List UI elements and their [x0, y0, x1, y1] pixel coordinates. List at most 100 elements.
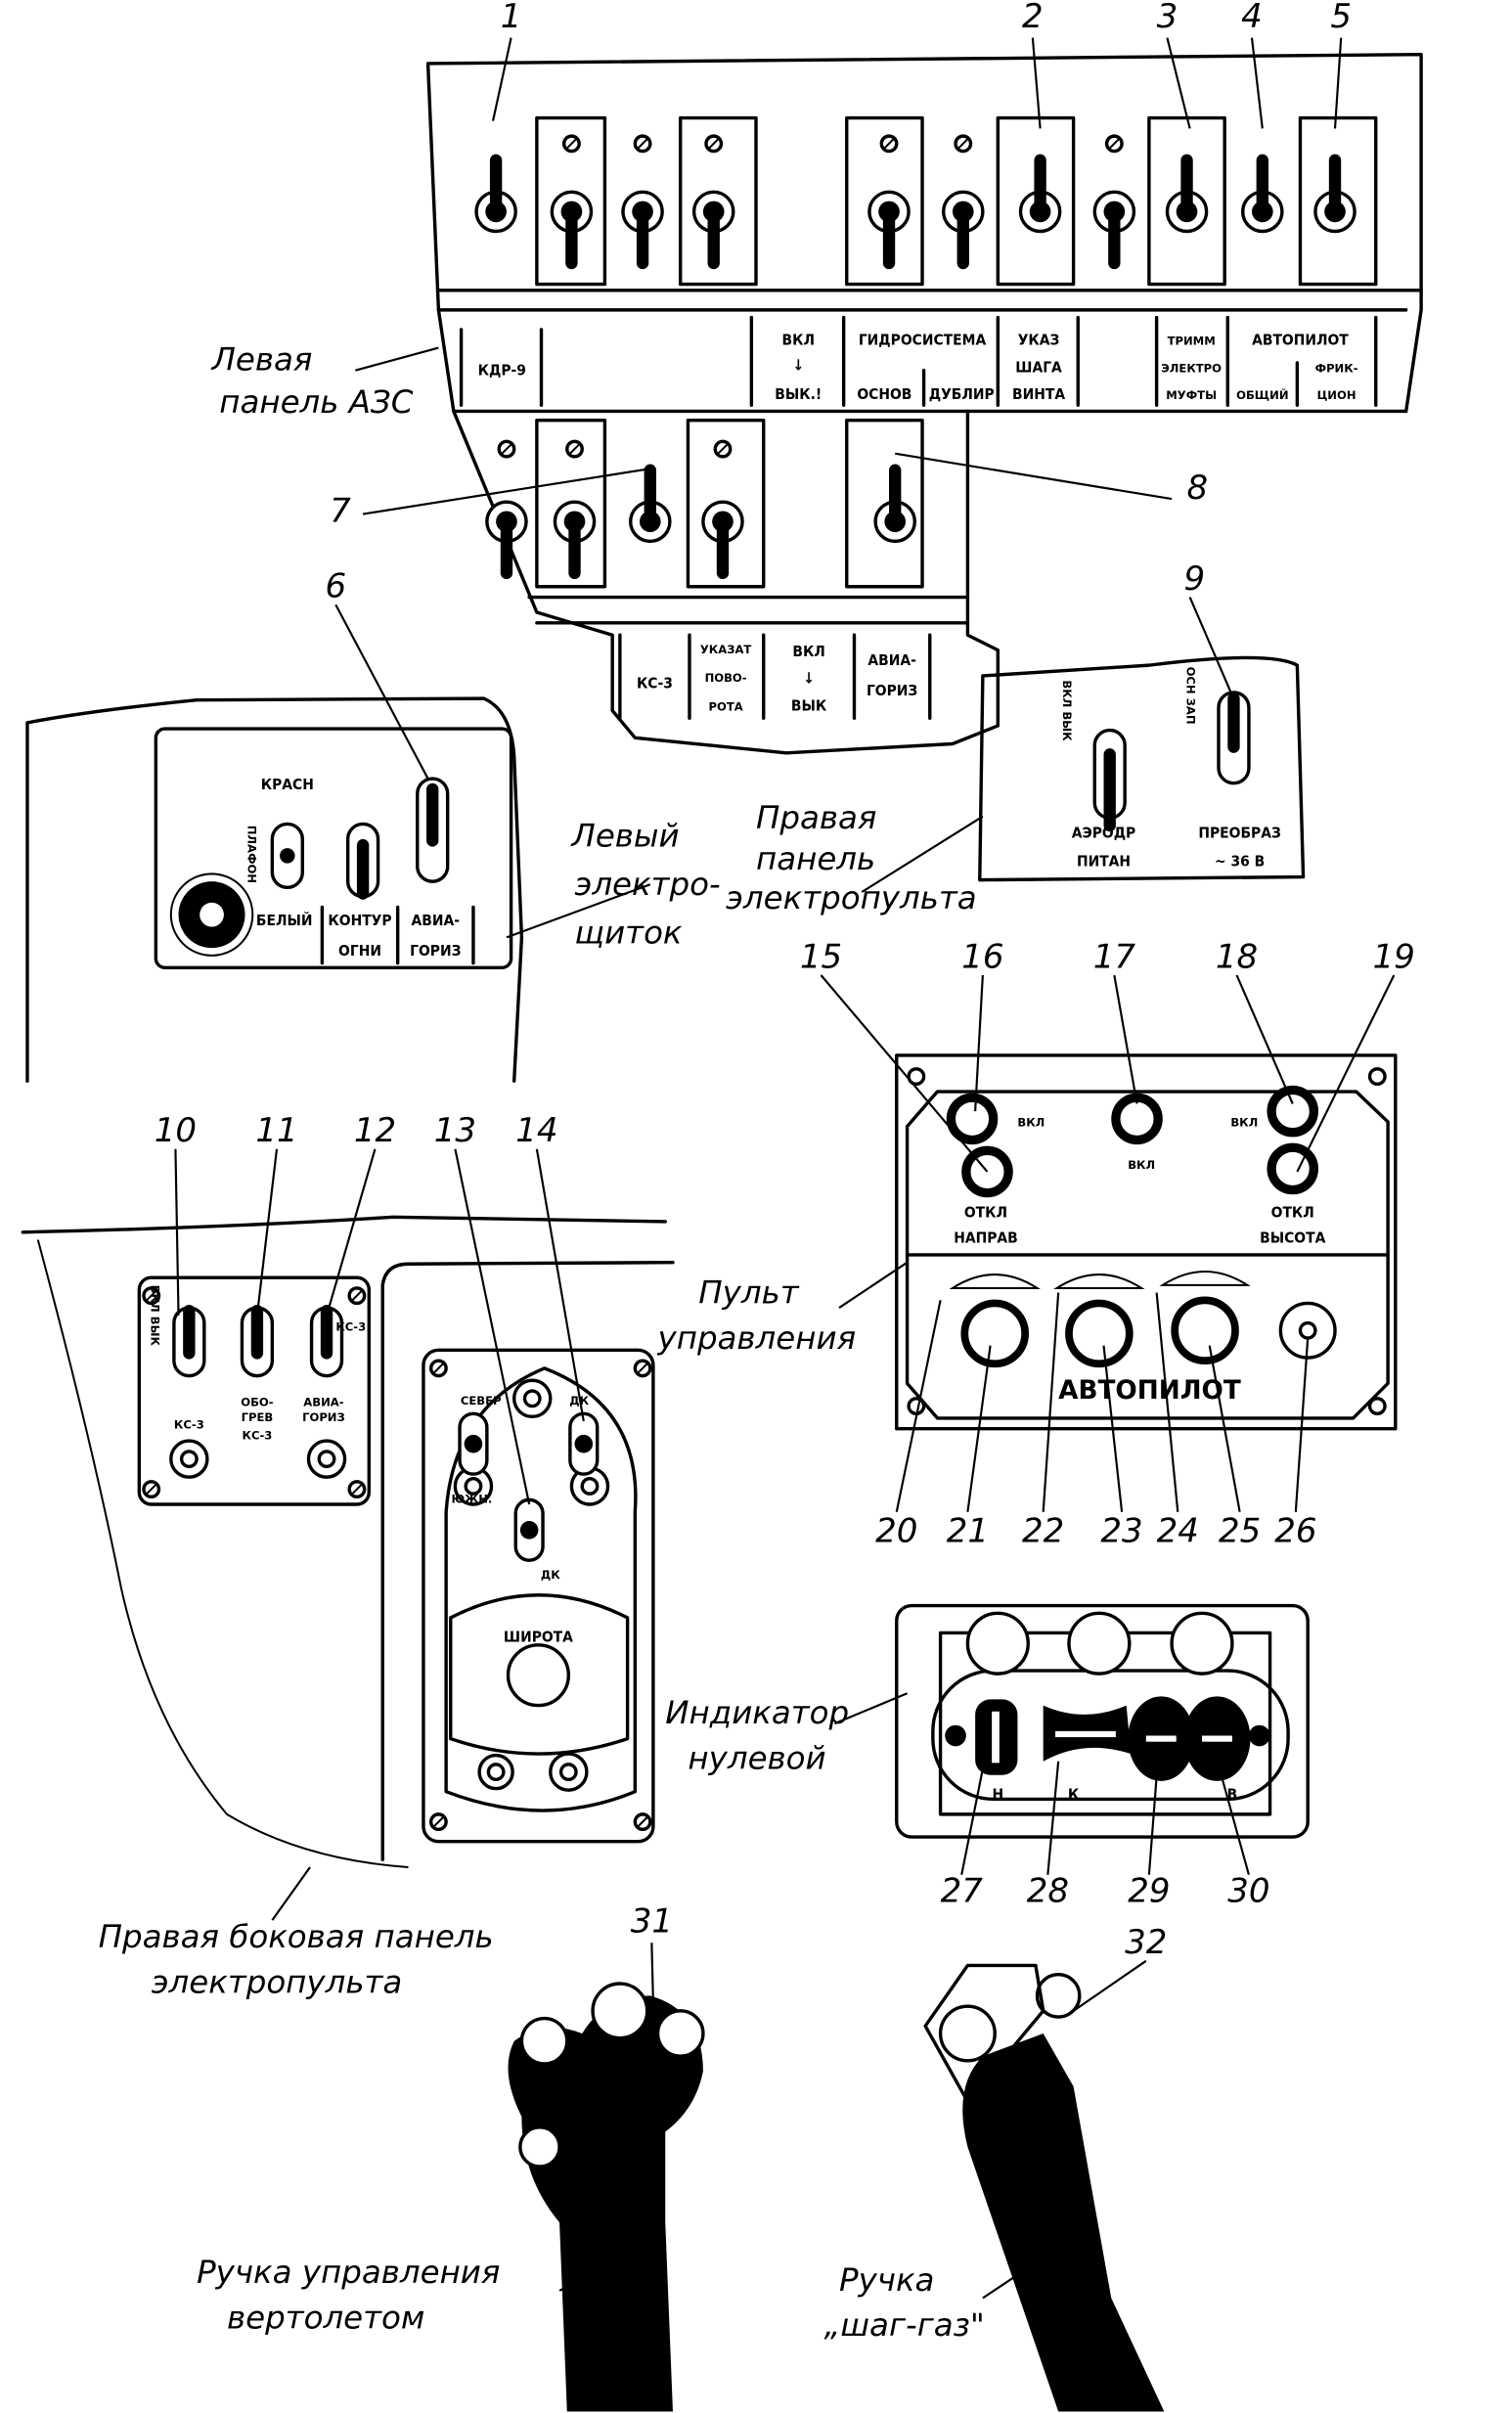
label-on-left: ВКЛ: [1017, 1116, 1045, 1130]
left-azs-panel: КДР-9 ВКЛ ↓ ВЫК.! ГИДРОСИСТЕМА ОСНОВ ДУБ…: [425, 52, 1423, 755]
screw-slot: [569, 443, 580, 455]
leader-line: [271, 1866, 311, 1921]
screw-slot: [351, 1484, 363, 1495]
label-ground-1: АЭРОДР: [1072, 824, 1135, 841]
label-on-center: ВКЛ: [1128, 1158, 1155, 1172]
breaker-box: [996, 115, 1076, 287]
caption-right-panel-3: электропульта: [726, 879, 977, 916]
label-plafon: ПЛАФОН: [245, 826, 259, 883]
button-knob: [946, 1093, 999, 1145]
label-side-onoff: ВКЛ ВЫК: [149, 1285, 162, 1347]
leader-line: [1188, 597, 1233, 696]
callout-number-31: 31: [631, 1901, 673, 1941]
callout-number-2: 2: [1022, 0, 1044, 36]
caption-cyclic-1: Ручка управления: [197, 2254, 500, 2291]
callout-number-13: 13: [434, 1111, 476, 1150]
toggle-lever: [1180, 154, 1193, 212]
label-off-dir-2: НАПРАВ: [954, 1229, 1018, 1247]
screw-icon: [1367, 1397, 1387, 1415]
captions: Левая панель АЗС Левый электро- щиток Пр…: [99, 341, 985, 2344]
button-knob: [1267, 1142, 1319, 1195]
label-pitch-1: УКАЗ: [1018, 331, 1060, 348]
label-conv-1: ПРЕОБРАЗ: [1198, 824, 1280, 841]
label-turn-1: УКАЗАТ: [700, 643, 752, 656]
screw-slot: [351, 1290, 363, 1302]
label-vkl: ВКЛ: [782, 331, 815, 348]
screw-slot: [433, 1816, 444, 1827]
label-main-reserve: ОСН ЗАП: [1184, 667, 1198, 725]
callout-number-28: 28: [1027, 1872, 1069, 1911]
lamp-center: [317, 1450, 336, 1469]
label-vkl2: ВКЛ: [792, 643, 824, 660]
label-onoff: ВКЛ ВЫК: [1060, 680, 1074, 741]
callout-number-19: 19: [1373, 937, 1415, 976]
screw-slot: [146, 1290, 157, 1302]
caption-cyclic-2: вертолетом: [227, 2299, 424, 2336]
label-friction-2: ЦИОН: [1317, 388, 1356, 402]
toggle-lever: [889, 464, 902, 522]
toggle-lever: [882, 211, 896, 270]
callout-number-26: 26: [1274, 1512, 1316, 1551]
breaker-box: [845, 419, 924, 589]
caption-left-shield-3: щиток: [575, 915, 683, 952]
caption-side-panel-1: Правая боковая панель: [99, 1918, 494, 1955]
callout-number-3: 3: [1157, 0, 1178, 36]
leader-line: [1113, 974, 1138, 1104]
label-off-alt-2: ВЫСОТА: [1260, 1229, 1325, 1247]
leader-line: [838, 1261, 909, 1309]
leader-lines: [174, 37, 1396, 2300]
scale-arc: [1053, 1274, 1145, 1289]
toggle-lever: [183, 1304, 196, 1360]
label-heat-3: КС-3: [242, 1429, 272, 1443]
caption-pult-2: управления: [657, 1319, 857, 1357]
toggle-lever: [716, 521, 730, 580]
caption-left-shield-2: электро-: [575, 866, 721, 903]
knob-center: [1298, 1320, 1317, 1340]
callout-number-24: 24: [1157, 1512, 1199, 1551]
callout-number-17: 17: [1093, 937, 1136, 976]
callout-number-9: 9: [1183, 559, 1205, 599]
label-off-alt-1: ОТКЛ: [1271, 1203, 1314, 1221]
label-hydro-dup: ДУБЛИР: [929, 385, 995, 403]
leader-line: [1166, 37, 1191, 129]
screw-slot: [957, 138, 969, 150]
label-vyk2: ВЫК: [791, 696, 827, 714]
toggle-lever: [320, 1304, 334, 1360]
toggle-lever: [500, 521, 513, 580]
label-turn-3: РОТА: [708, 699, 742, 713]
label-white: БЕЛЫЙ: [256, 911, 313, 929]
label-side-horizon-2: ГОРИЗ: [302, 1410, 345, 1424]
toggle-lever: [489, 154, 503, 212]
leader-line: [454, 1148, 531, 1505]
leader-line: [960, 1768, 984, 1875]
label-vkl2-arrow: ↓: [803, 670, 815, 688]
label-k: К: [1068, 1785, 1080, 1803]
label-contour-1: КОНТУР: [328, 912, 391, 929]
label-lhorizon-2: ГОРИЗ: [410, 942, 461, 960]
caption-right-panel-1: Правая: [756, 799, 876, 836]
screw-slot: [146, 1484, 157, 1495]
leader-line: [255, 1148, 279, 1316]
leader-line: [895, 452, 1173, 501]
breaker-box: [686, 419, 766, 589]
label-trim-2: ЭЛЕКТРО: [1161, 361, 1222, 375]
right-electro-panel: ВКЛ ВЫК ОСН ЗАП АЭРОДР ПИТАН ПРЕОБРАЗ ~ …: [978, 655, 1306, 882]
caption-indicator-1: Индикатор: [665, 1694, 849, 1731]
breaker-box: [679, 115, 758, 287]
callout-number-25: 25: [1219, 1512, 1261, 1551]
leader-line: [506, 883, 651, 939]
leader-line: [1046, 1761, 1060, 1875]
callout-number-6: 6: [325, 567, 346, 606]
leader-line: [558, 2252, 651, 2292]
lamp-center: [464, 1477, 483, 1496]
screw-slot: [637, 1816, 648, 1827]
label-friction-1: ФРИК-: [1315, 361, 1358, 375]
zero-indicator: Н К В: [895, 1603, 1310, 1839]
leader-line: [491, 37, 512, 121]
callout-number-20: 20: [875, 1512, 917, 1551]
collective-pitch-handle: [923, 1963, 1165, 2412]
label-n: Н: [993, 1785, 1004, 1803]
toggle-knob: [574, 1434, 594, 1453]
breaker-box: [845, 115, 924, 287]
leader-line: [334, 603, 429, 780]
